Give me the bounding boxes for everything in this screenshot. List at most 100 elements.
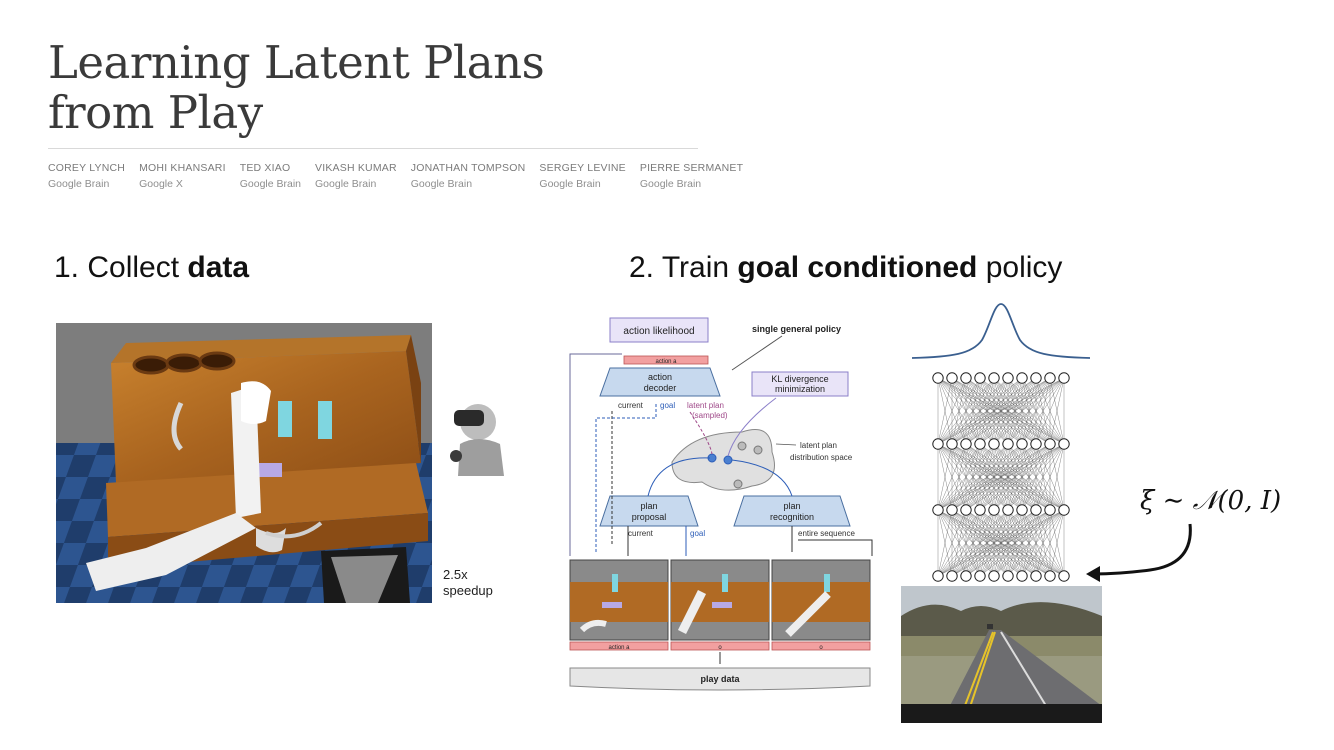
action-output-bar bbox=[623, 355, 709, 365]
nn-neuron bbox=[946, 438, 958, 450]
nn-neuron bbox=[1016, 504, 1028, 516]
road-driving-image bbox=[901, 586, 1102, 723]
neural-network-diagram bbox=[932, 372, 1070, 582]
gaussian-distribution-curve bbox=[912, 303, 1090, 359]
action-decoder-line2: decoder bbox=[644, 383, 677, 393]
nn-neuron bbox=[974, 438, 986, 450]
step-2-bold: goal conditioned bbox=[737, 251, 978, 284]
speedup-value: 2.5x bbox=[443, 567, 468, 582]
nn-neuron bbox=[1016, 570, 1028, 582]
nn-neuron bbox=[974, 372, 986, 384]
nn-neuron bbox=[1030, 438, 1042, 450]
nn-neuron bbox=[1044, 438, 1056, 450]
step-2-heading: 2. Train goal conditioned policy bbox=[629, 251, 1062, 285]
nn-neuron bbox=[960, 570, 972, 582]
play-frame-3 bbox=[771, 559, 871, 641]
nn-neuron bbox=[1058, 570, 1070, 582]
action-decoder-line1: action bbox=[648, 372, 672, 382]
kl-label-line1: KL divergence bbox=[771, 374, 828, 384]
author: MOHI KHANSARI Google X bbox=[139, 161, 226, 192]
action-decoder-box bbox=[599, 367, 721, 397]
nn-neuron bbox=[988, 570, 1000, 582]
nn-neuron bbox=[974, 504, 986, 516]
nn-neuron bbox=[1030, 504, 1042, 516]
author-name: MOHI KHANSARI bbox=[139, 162, 226, 174]
nn-neuron bbox=[1030, 372, 1042, 384]
nn-neuron bbox=[988, 504, 1000, 516]
action-likelihood-box bbox=[609, 317, 709, 343]
plan-proposal-line1: plan bbox=[640, 501, 657, 511]
author-name: VIKASH KUMAR bbox=[315, 162, 397, 174]
author-affiliation: Google Brain bbox=[410, 178, 473, 190]
nn-neuron bbox=[946, 504, 958, 516]
nn-neuron bbox=[932, 438, 944, 450]
kl-label-line2: minimization bbox=[775, 384, 825, 394]
nn-neuron bbox=[988, 438, 1000, 450]
author: SERGEY LEVINE Google Brain bbox=[539, 161, 625, 192]
nn-neuron bbox=[946, 372, 958, 384]
frame-2-label: o bbox=[718, 645, 722, 651]
nn-neuron bbox=[1044, 570, 1056, 582]
nn-neuron bbox=[932, 372, 944, 384]
plan-proposal-line2: proposal bbox=[632, 512, 667, 522]
nn-neuron bbox=[1016, 438, 1028, 450]
step-1-heading: 1. Collect data bbox=[54, 251, 249, 285]
entire-sequence-label: entire sequence bbox=[798, 529, 855, 538]
nn-neuron bbox=[1002, 372, 1014, 384]
author-affiliation: Google Brain bbox=[539, 178, 601, 190]
author: JONATHAN TOMPSON Google Brain bbox=[411, 161, 526, 192]
noise-formula: ξ ∼ 𝒩(0, I) bbox=[1140, 486, 1282, 516]
space-label-line2: distribution space bbox=[790, 453, 853, 462]
single-general-policy-label: single general policy bbox=[752, 324, 841, 334]
plan-proposal-box bbox=[599, 495, 699, 527]
nn-neuron bbox=[1044, 372, 1056, 384]
decoder-current-label: current bbox=[618, 401, 644, 410]
vr-headset-user-icon bbox=[450, 404, 504, 476]
author-name: SERGEY LEVINE bbox=[539, 162, 626, 174]
nn-neuron bbox=[988, 372, 1000, 384]
play-frame-1 bbox=[569, 559, 669, 641]
proposal-current-label: current bbox=[628, 529, 654, 538]
nn-neuron bbox=[974, 570, 986, 582]
play-frame-2 bbox=[670, 559, 770, 641]
play-data-cylinder bbox=[569, 667, 871, 691]
nn-neuron bbox=[1002, 504, 1014, 516]
nn-neuron bbox=[1058, 438, 1070, 450]
author: TED XIAO Google Brain bbox=[240, 161, 301, 192]
nn-neuron bbox=[1002, 438, 1014, 450]
author-affiliation: Google Brain bbox=[48, 178, 110, 190]
nn-neuron bbox=[1002, 570, 1014, 582]
frame-1-label: action a bbox=[608, 645, 630, 651]
plan-recognition-box bbox=[733, 495, 851, 527]
plan-recognition-line1: plan bbox=[783, 501, 800, 511]
action-bar-label: action a bbox=[655, 359, 677, 365]
plan-recognition-line2: recognition bbox=[770, 512, 814, 522]
play-lmp-architecture-diagram: action likelihood single general policy … bbox=[569, 317, 873, 691]
paper-title: Learning Latent Plans from Play bbox=[48, 36, 545, 138]
space-label-line1: latent plan bbox=[800, 441, 837, 450]
nn-neuron bbox=[1044, 504, 1056, 516]
latent-plan-label-line2: (sampled) bbox=[692, 411, 728, 420]
kl-divergence-box bbox=[751, 371, 849, 397]
action-likelihood-label: action likelihood bbox=[623, 326, 694, 337]
author-affiliation: Google Brain bbox=[239, 178, 302, 190]
title-divider bbox=[48, 148, 698, 149]
robot-simulation-image bbox=[56, 323, 432, 603]
author-name: TED XIAO bbox=[239, 162, 291, 174]
nn-neuron bbox=[932, 504, 944, 516]
title-line-1: Learning Latent Plans bbox=[48, 36, 545, 89]
nn-neuron bbox=[1030, 570, 1042, 582]
nn-neuron bbox=[960, 504, 972, 516]
author-name: PIERRE SERMANET bbox=[639, 162, 744, 174]
nn-neuron bbox=[1058, 504, 1070, 516]
nn-neuron bbox=[960, 372, 972, 384]
nn-neuron bbox=[946, 570, 958, 582]
curved-arrow-icon bbox=[1086, 523, 1192, 582]
author-name: JONATHAN TOMPSON bbox=[410, 162, 526, 174]
latent-plan-label-line1: latent plan bbox=[687, 401, 724, 410]
author-affiliation: Google X bbox=[139, 178, 183, 190]
